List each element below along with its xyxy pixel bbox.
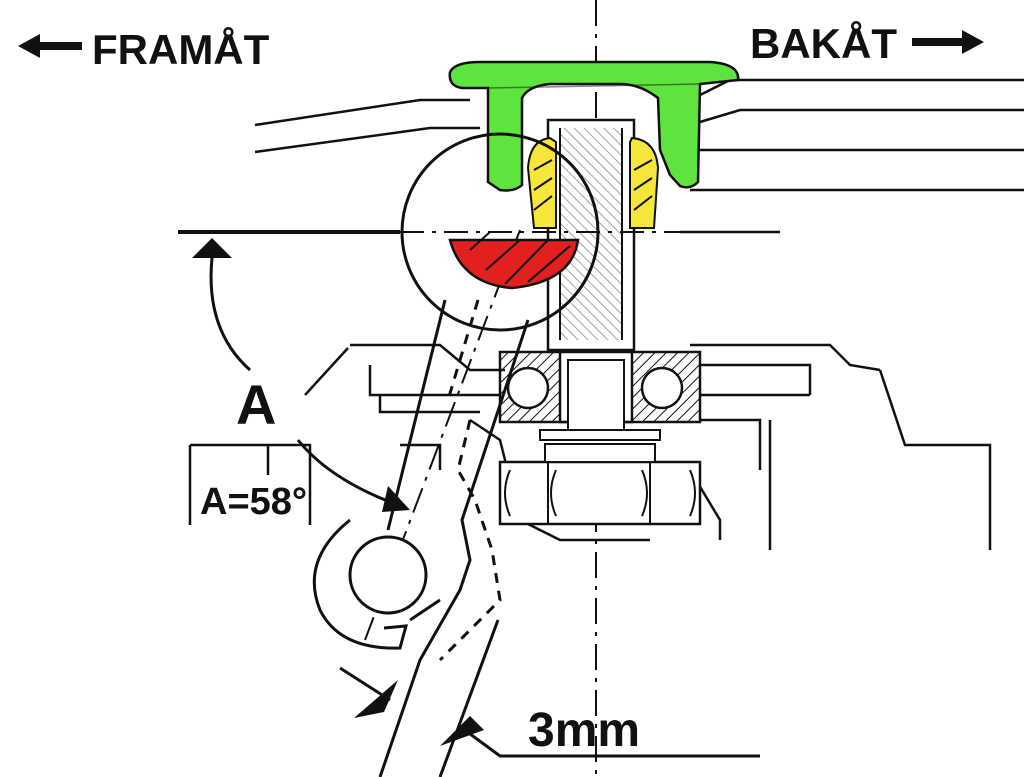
angle-arc [209,257,251,372]
adjuster-cap [448,60,740,192]
angle-value-label: A=58° [200,481,307,523]
direction-backward: BAKÅT [750,20,984,67]
lever-axis-line [364,229,521,641]
arrow-left-icon [18,34,82,58]
lever-alternate-position [438,299,502,662]
yellow-bushings [526,136,660,229]
lever-arm [378,132,600,777]
angle-letter-label: A [236,373,276,436]
lever-hub-circle [400,132,600,332]
direction-forward: FRAMÅT [18,26,270,73]
angle-arc-lower [296,439,399,507]
bearing-ball-left [506,366,550,410]
cam-segment [448,238,580,290]
gap-arrow-right-icon [440,716,484,746]
angle-arrow-up-icon [192,238,232,258]
arrow-right-icon [912,30,984,54]
hex-nut [498,443,702,526]
gap-label: 3mm [528,704,640,757]
housing-top [254,78,1024,234]
bearing-assembly [498,350,702,441]
gap-indicator: 3mm [339,666,760,758]
forward-label: FRAMÅT [92,26,270,73]
pivot-pin [348,535,428,615]
threaded-shaft [546,118,636,352]
backward-label: BAKÅT [750,20,897,67]
bearing-ball-right [640,366,684,410]
pivot-clip [312,518,441,650]
gap-arrow-left-icon [354,680,398,718]
